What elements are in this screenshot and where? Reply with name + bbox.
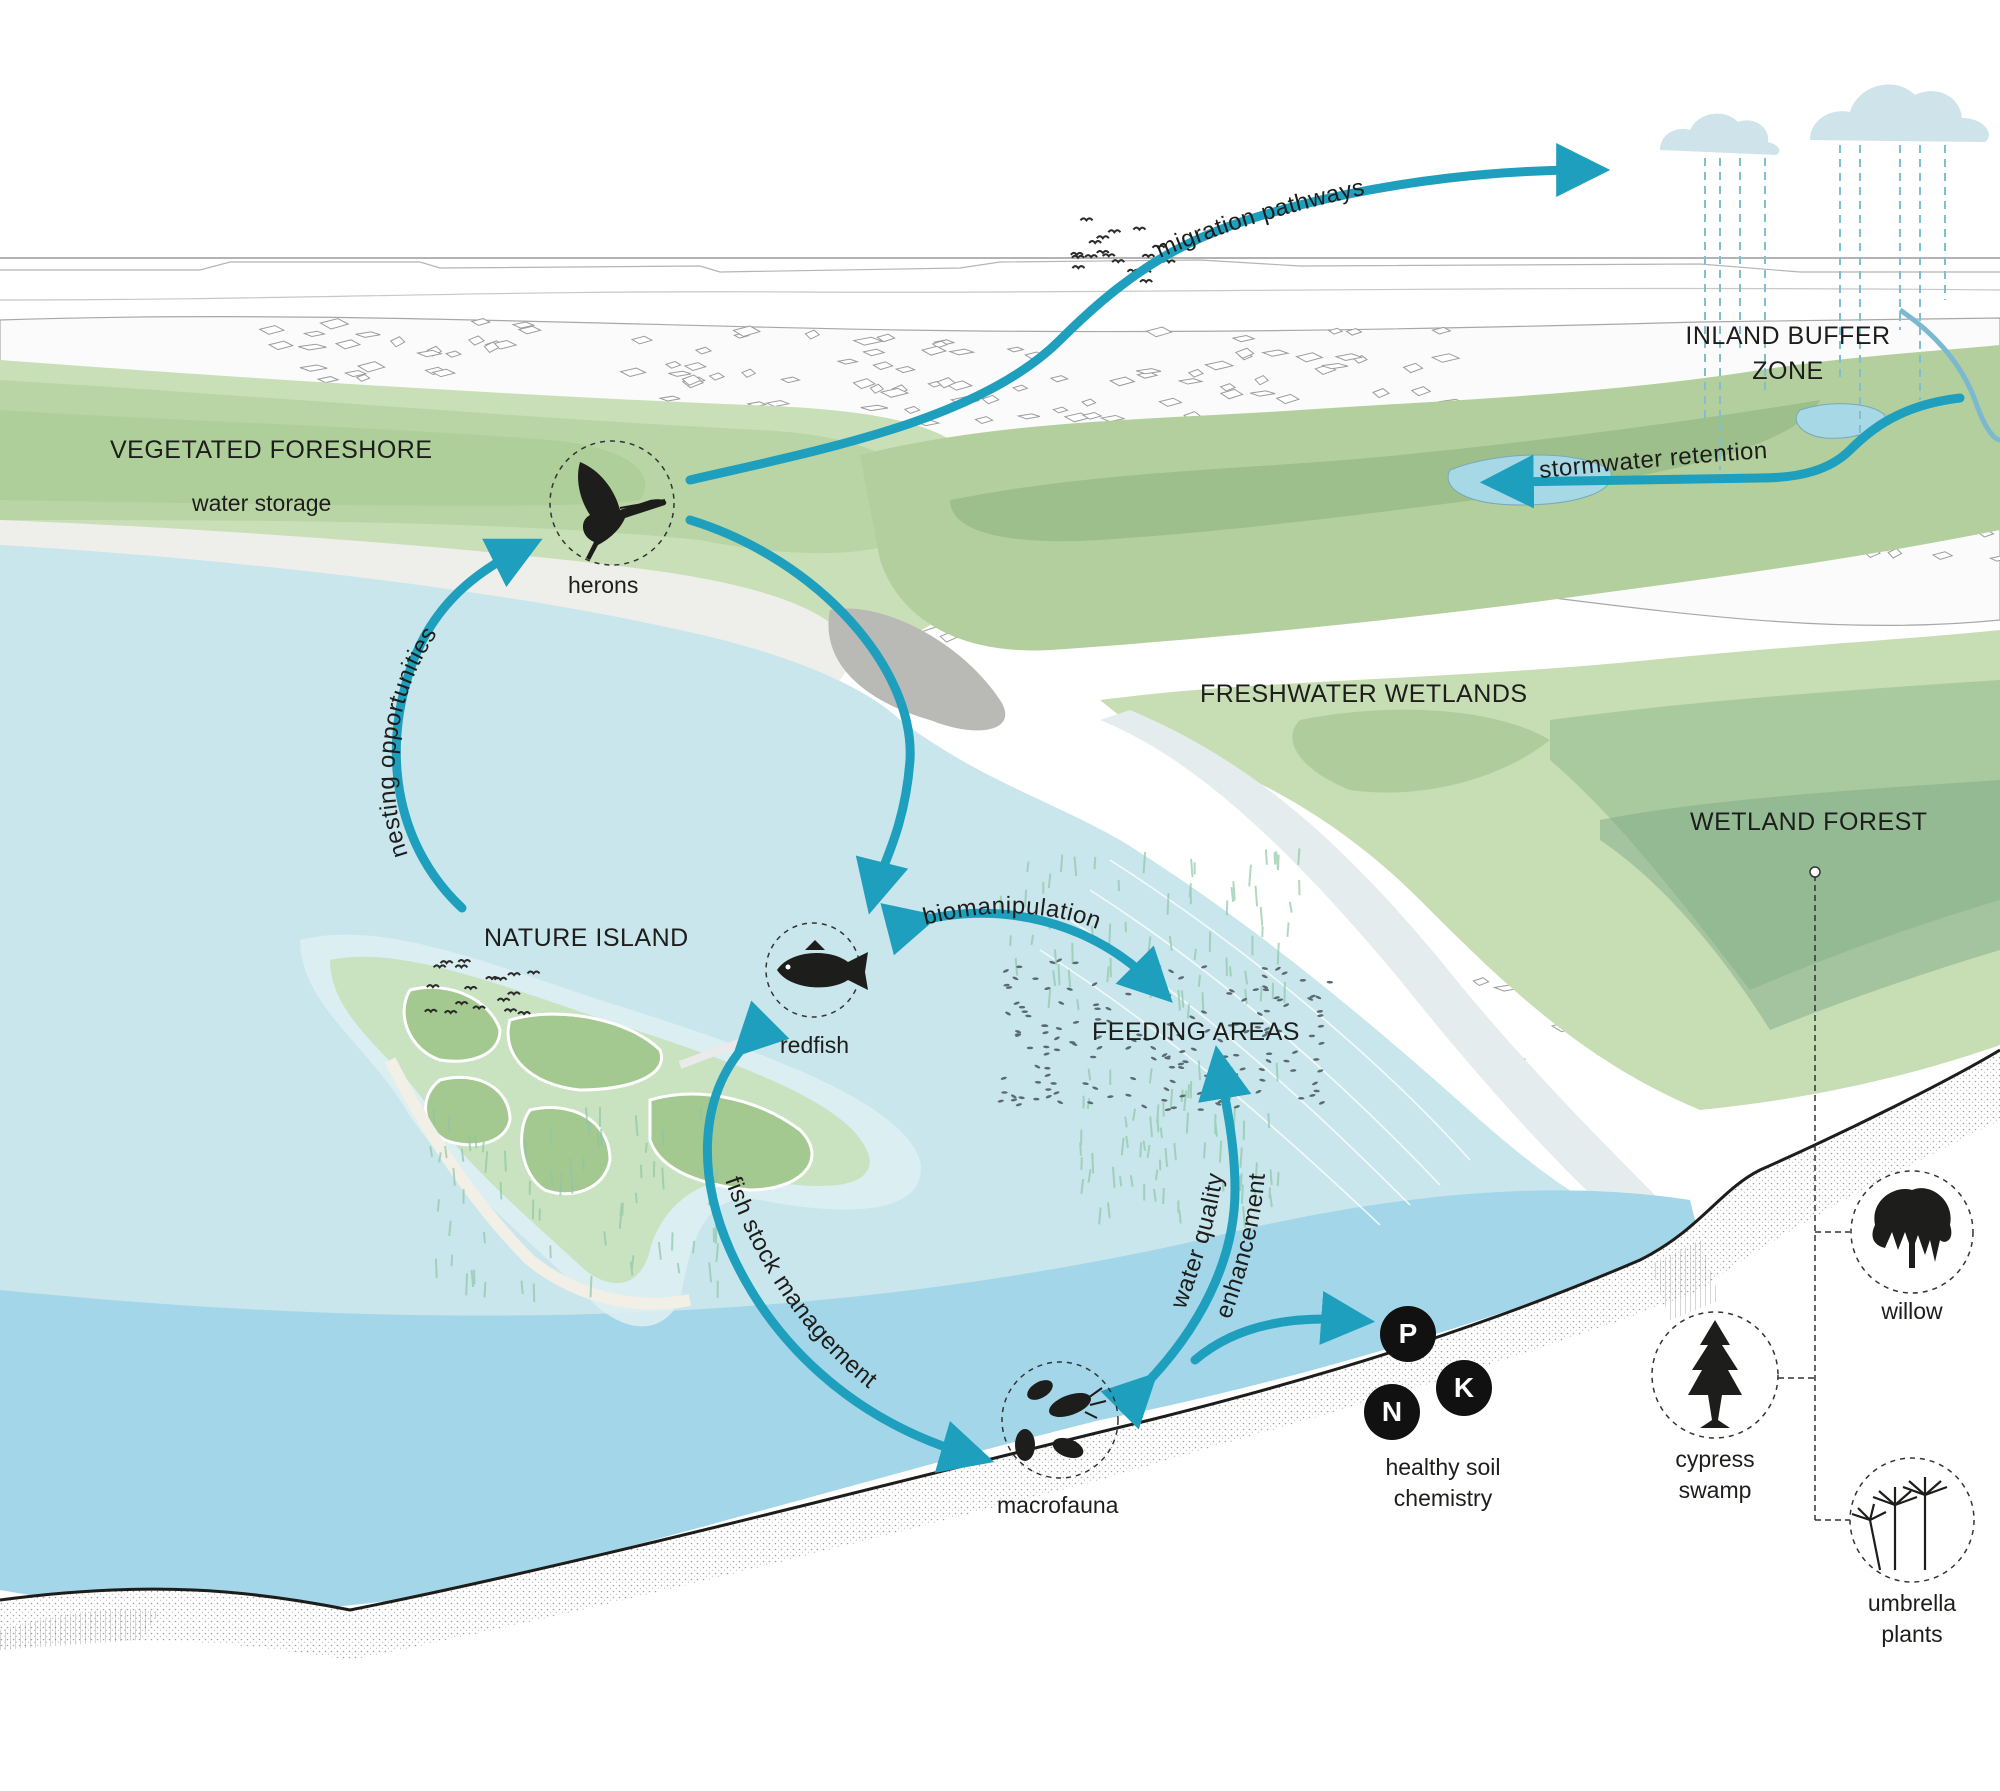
migration-pathways-label: migration pathways [1152,174,1367,264]
wetland-forest-label: WETLAND FOREST [1690,808,1928,836]
fish-stock-arrow [702,1000,995,1473]
cypress-line2: swamp [1678,1477,1752,1503]
vegetated-foreshore-label: VEGETATED FORESHORE [110,436,433,464]
cypress-line1: cypress [1675,1446,1755,1472]
healthy-soil-line2: chemistry [1393,1485,1493,1511]
wetland-forest-area [1100,630,2000,1110]
biomanipulation-arrow [880,903,1173,1003]
water-storage-label: water storage [192,490,332,516]
macrofauna-node [1001,1361,1119,1479]
rain-cloud-icon [1660,84,1989,470]
inland-buffer-line2: ZONE [1752,357,1824,385]
umbrella-line2: plants [1881,1621,1943,1647]
plant-connector [1778,866,1850,1521]
migration-arrow [685,143,1611,485]
water-quality-arrow [1100,1045,1252,1430]
heron-to-redfish-arrow [685,515,915,915]
heron-icon [578,462,667,560]
nutrient-arrow [1190,1291,1376,1365]
umbrella-line1: umbrella [1867,1590,1957,1616]
horizon-skyline [0,257,2000,301]
willow-tree-icon [1872,1188,1952,1268]
nesting-arrow [391,538,543,913]
inland-buffer-zone-label: INLAND BUFFER ZONE [1668,322,1908,386]
nitrogen-badge: N [1364,1384,1420,1440]
redfish-label: redfish [780,1032,850,1058]
feeding-areas-label: FEEDING AREAS [1092,1018,1300,1046]
healthy-soil-label: healthy soil chemistry [1358,1454,1528,1512]
heron-node [549,440,675,566]
freshwater-wetlands-label: FRESHWATER WETLANDS [1200,680,1528,708]
fish-icon [777,940,868,990]
cypress-node [1651,1311,1779,1439]
inland-buffer-line1: INLAND BUFFER [1685,322,1891,350]
herons-label: herons [568,572,639,598]
flow-arrows [391,143,1965,1473]
umbrella-plants-label: umbrella plants [1852,1590,1972,1648]
macrofauna-label: macrofauna [997,1492,1119,1518]
stormwater-arrow [1479,393,1965,509]
willow-node [1850,1170,1974,1294]
cypress-tree-icon [1688,1320,1742,1428]
crustacean-icon [1015,1380,1107,1461]
vegetated-foreshore-area [0,360,990,656]
potassium-badge: K [1436,1360,1492,1416]
willow-label: willow [1881,1298,1943,1324]
nature-island-label: NATURE ISLAND [484,924,689,952]
phosphorus-badge: P [1380,1306,1436,1362]
healthy-soil-line1: healthy soil [1385,1454,1501,1480]
umbrella-plant-icon [1851,1477,1948,1571]
bird-flock-icon [424,217,1176,1016]
cypress-swamp-label: cypress swamp [1660,1446,1770,1504]
